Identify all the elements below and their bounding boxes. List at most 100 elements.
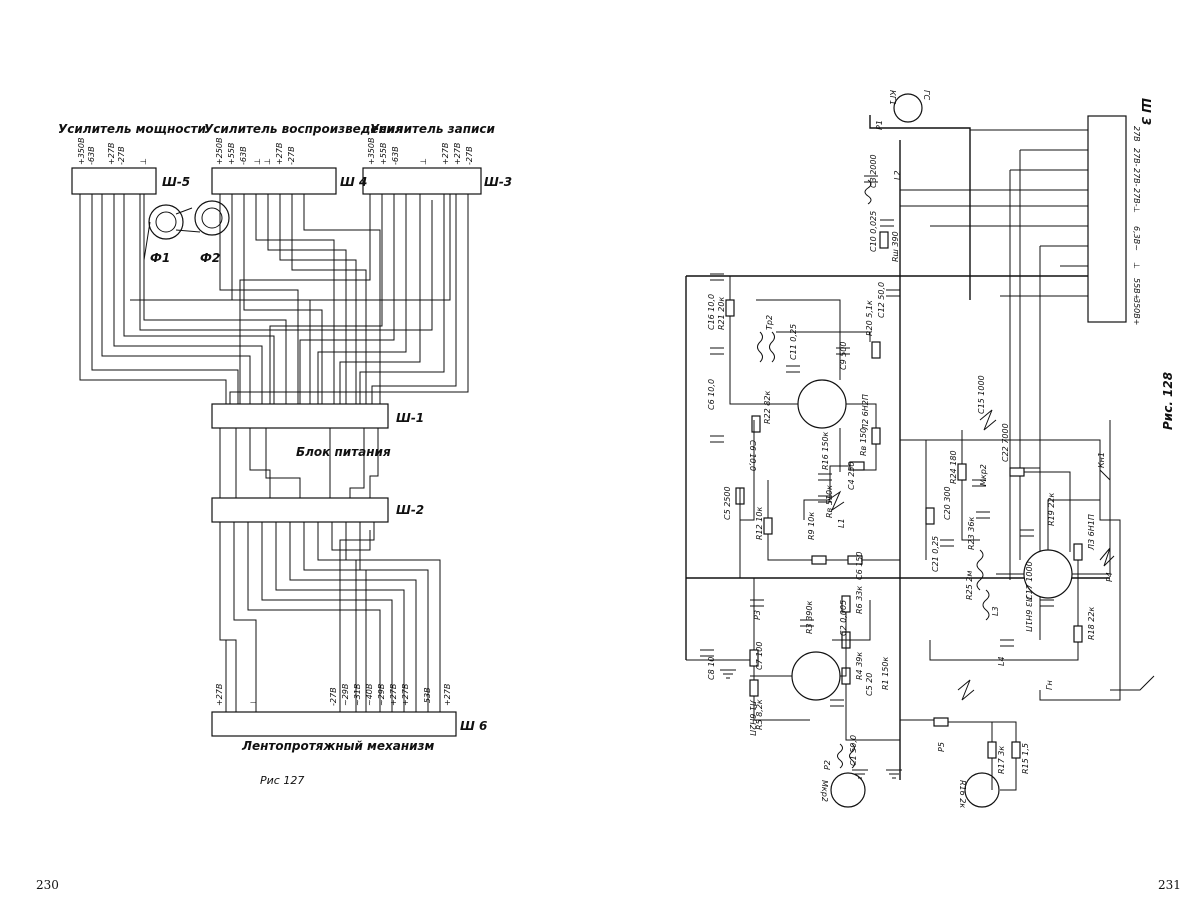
fig128-caption: Рис. 128 [1161, 372, 1175, 430]
label-p3: L1 [837, 518, 846, 528]
sh3-right-pin-1: 27В [1132, 126, 1141, 142]
sh3-right-pin-7: ⊥ [1132, 262, 1141, 269]
sh3-pin-2: +55В [379, 143, 388, 165]
label-r6a: R9 10к [807, 512, 816, 540]
sh6-pin-11: +27В [443, 684, 452, 706]
connector-f1-label: Ф1 [150, 251, 170, 265]
sh5-pin-5: ⊥ [139, 158, 148, 165]
sh3-pin-7: -27В [465, 146, 474, 165]
label-c1: P2 [823, 760, 832, 770]
power-unit-title: Блок питания [296, 445, 391, 459]
label-r25: R24 180 [949, 450, 958, 484]
label-p5: P4 [1105, 572, 1114, 582]
connector-sh3-block [1087, 115, 1127, 323]
connector-sh1-strip [211, 403, 389, 429]
connector-mic-circle [830, 772, 866, 808]
label-kn1: Гн [1045, 680, 1054, 690]
label-c17: L4 [997, 656, 1006, 666]
page-number-left: 230 [36, 878, 59, 892]
label-r16: R22 82к [763, 391, 772, 424]
connector-sh3-label: Ш-3 [484, 175, 512, 189]
label-p2a: R1 150к [881, 657, 890, 690]
sh3-right-pin-3: 27В- [1132, 168, 1141, 187]
gn-label: R16 2к [958, 780, 967, 808]
sh6-pin-4: ~29В [341, 684, 350, 706]
connector-gn-circle [964, 772, 1000, 808]
label-c5a: Rв 150 [859, 428, 868, 456]
connector-sh4-strip [211, 167, 337, 195]
tube-l1 [791, 651, 841, 701]
sh3-right-pin-4: 27В- [1132, 188, 1141, 207]
sh3-right-pin-2: 27В- [1132, 148, 1141, 167]
label-rv510: R12 10к [755, 507, 764, 540]
label-r23: C20 300 [943, 486, 952, 520]
label-c15: R19 22к [1047, 493, 1056, 526]
left-page-fig127: Усилитель мощности Усилитель воспроизвед… [36, 122, 512, 892]
label-c16: C16 10,0 [707, 294, 716, 330]
gs-label: ГС [922, 90, 931, 100]
sh3-pin-labels-right: 27В 27В- 27В- 27В- ⊥ 6,3В~ ⊥ 55В+ 350В+ [1132, 126, 1141, 325]
connector-sh5-label: Ш-5 [162, 175, 190, 189]
sh4-pin-2: +55В [227, 143, 236, 165]
sh6-pin-3: -27В [329, 687, 338, 706]
label-tr1: C1 50,0 [849, 735, 858, 766]
label-c5b: C2 0,005 [839, 600, 848, 636]
sh6-pin-6: ~40В [365, 684, 374, 706]
sh4-pin-labels: +250В +55В -63В ⊥ ⊥ +27В -27В [215, 138, 296, 165]
sh3-pin-4: ⊥ [419, 158, 428, 165]
playback-amp-title: Усилитель воспроизведения [204, 122, 403, 136]
sh4-pin-6: +27В [275, 143, 284, 165]
label-c11: C11 0,25 [789, 324, 798, 360]
label-c10: C10 0,025 [869, 211, 878, 252]
sh6-pin-10: -53В [423, 687, 432, 706]
label-p4: C15 1000 [977, 375, 986, 414]
label-r17: Р5 [937, 742, 946, 752]
label-r1: R5 8,2к [755, 699, 764, 730]
connector-sh2-label: Ш-2 [396, 503, 424, 517]
ground-icons [720, 669, 902, 779]
label-r12: C5 2500 [723, 486, 732, 520]
sh3-pin-5: +27В [441, 143, 450, 165]
label-rv150: Л2 6Н2П [861, 394, 870, 431]
sh6-pin-5: ~31В [353, 684, 362, 706]
sh3-pin-3: -63В [391, 146, 400, 165]
label-l2: L2 [893, 170, 902, 180]
connector-sh3-strip [362, 167, 482, 195]
connector-sh2-strip [211, 497, 389, 523]
label-r6b: C5 20 [865, 673, 874, 696]
label-rsh: Rш 390 [891, 231, 900, 262]
label-c8: Р3 [753, 610, 762, 620]
label-r16b: R15 1,5 [1021, 743, 1030, 774]
connector-sh4-label: Ш 4 [340, 175, 367, 189]
right-page-fig128: Ш 3 27В 27В- 27В- 27В- ⊥ 6,3В~ ⊥ 55В+ 35… [600, 0, 1200, 906]
sh4-pin-5: ⊥ [263, 158, 272, 165]
tube-l2-label: C6 10,0 [748, 440, 757, 471]
sh6-pin-1: +27В [215, 684, 224, 706]
label-l3: R25 2м [965, 571, 974, 600]
label-r3: R6 33к [855, 586, 864, 614]
sh6-pin-9: +27В [401, 684, 410, 706]
connector-f2-inner [201, 207, 223, 229]
sh3-wiring [900, 129, 1088, 640]
label-r11: C4 250 [847, 462, 856, 491]
sh4-pin-4: ⊥ [253, 158, 262, 165]
label-c21: Мкр2 [979, 464, 988, 486]
schematic-wiring [686, 276, 1155, 791]
tube-l3-label: Л3 6Н1П [1024, 595, 1033, 632]
label-r21: R21 20к [717, 297, 726, 330]
wiring-diagram-fig127: Усилитель мощности Усилитель воспроизвед… [58, 122, 512, 787]
label-c20: C21 0,25 [931, 536, 940, 572]
connector-f1-inner [155, 211, 177, 233]
label-l4: L3 [991, 606, 1000, 616]
label-r18: Л3 6Н1П [1087, 514, 1096, 551]
sh5-pin-labels: +350В -63В +27В -27В ⊥ [77, 138, 148, 165]
resistors [725, 231, 1083, 759]
capacitors [700, 175, 1054, 707]
harness-lower [219, 522, 441, 712]
sh5-pin-2: -63В [87, 146, 96, 165]
sh4-pin-3: -63В [239, 146, 248, 165]
tube-l2 [797, 379, 847, 429]
kg1-label: КГ1 [888, 90, 897, 105]
component-labels: C3 2000 L2 C10 0,025 Rш 390 C12 50,0 C16… [707, 120, 1114, 774]
harness-upper [79, 194, 469, 412]
